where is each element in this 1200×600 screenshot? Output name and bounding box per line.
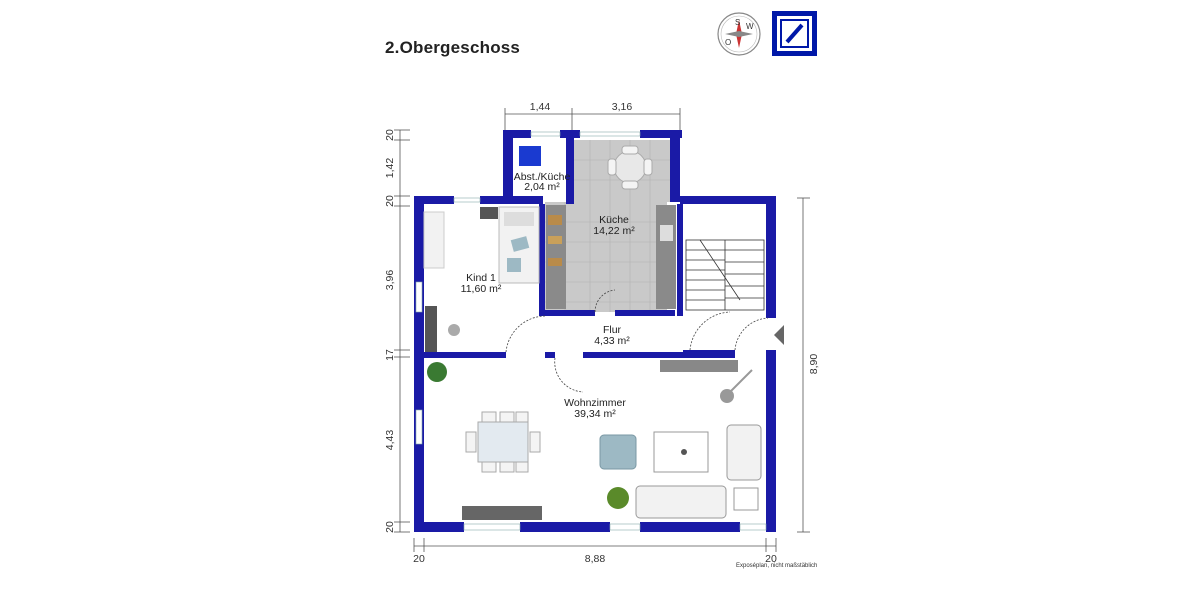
tv-board [660,360,738,372]
dim-top: 3,16 [612,101,633,113]
wardrobe [423,211,445,269]
dim-bottom: 20 [765,553,777,565]
dim-left: 1,42 [384,158,396,179]
room-name: Kind 1 [466,272,496,284]
windows [415,131,767,531]
plant-icon [607,487,629,509]
desk [425,306,437,352]
dim-top: 1,44 [530,101,551,113]
round-table [607,145,653,190]
furniture [423,145,762,520]
dim-left: 20 [384,129,396,141]
room-name: Abst./Küche [514,171,571,183]
room-name: Flur [603,324,622,336]
room-area: 4,33 m² [594,335,630,347]
entrance-arrow-icon [774,325,784,345]
dimension-labels: 1,44 3,16 20 1,42 20 3,96 17 4,43 20 8,9… [384,101,820,565]
desk-chair [448,324,460,336]
side-table [733,487,759,511]
room-area: 14,22 m² [593,225,635,237]
sofa [726,424,762,481]
kitchen-counter [546,205,566,309]
sideboard [462,506,542,520]
dimension-lines [394,108,810,552]
dim-right: 8,90 [808,354,820,375]
kitchen-counter [656,205,676,309]
dim-left: 3,96 [384,270,396,291]
disclaimer-note: Exposéplan, nicht maßstäblich [736,563,818,569]
bank-logo [772,11,817,56]
dim-left: 17 [384,349,396,361]
compass-letter-s: S [735,18,740,27]
page-title: 2.Obergeschoss [385,38,521,57]
plant-icon [427,362,447,382]
room-area: 11,60 m² [461,283,502,295]
room-name: Küche [599,214,629,226]
room-name: Wohnzimmer [564,397,626,409]
bed [498,206,540,284]
staircase [685,239,765,311]
room-area: 2,04 m² [524,181,560,193]
appliance [519,146,541,166]
compass-letter-w: W [746,22,754,31]
compass-icon: S W O [717,12,761,56]
dim-bottom: 20 [413,553,425,565]
dim-bottom: 8,88 [585,553,606,565]
compass-letter-o: O [725,38,731,47]
room-labels: Abst./Küche 2,04 m² Küche 14,22 m² Kind … [461,171,636,420]
dim-left: 4,43 [384,430,396,451]
sofa [635,485,727,519]
dim-left: 20 [384,521,396,533]
nightstand [480,207,498,219]
room-area: 39,34 m² [574,408,616,420]
door-swings [505,289,769,393]
armchair [599,434,637,470]
walls [414,130,776,532]
dining-table [465,411,541,473]
dim-left: 20 [384,195,396,207]
